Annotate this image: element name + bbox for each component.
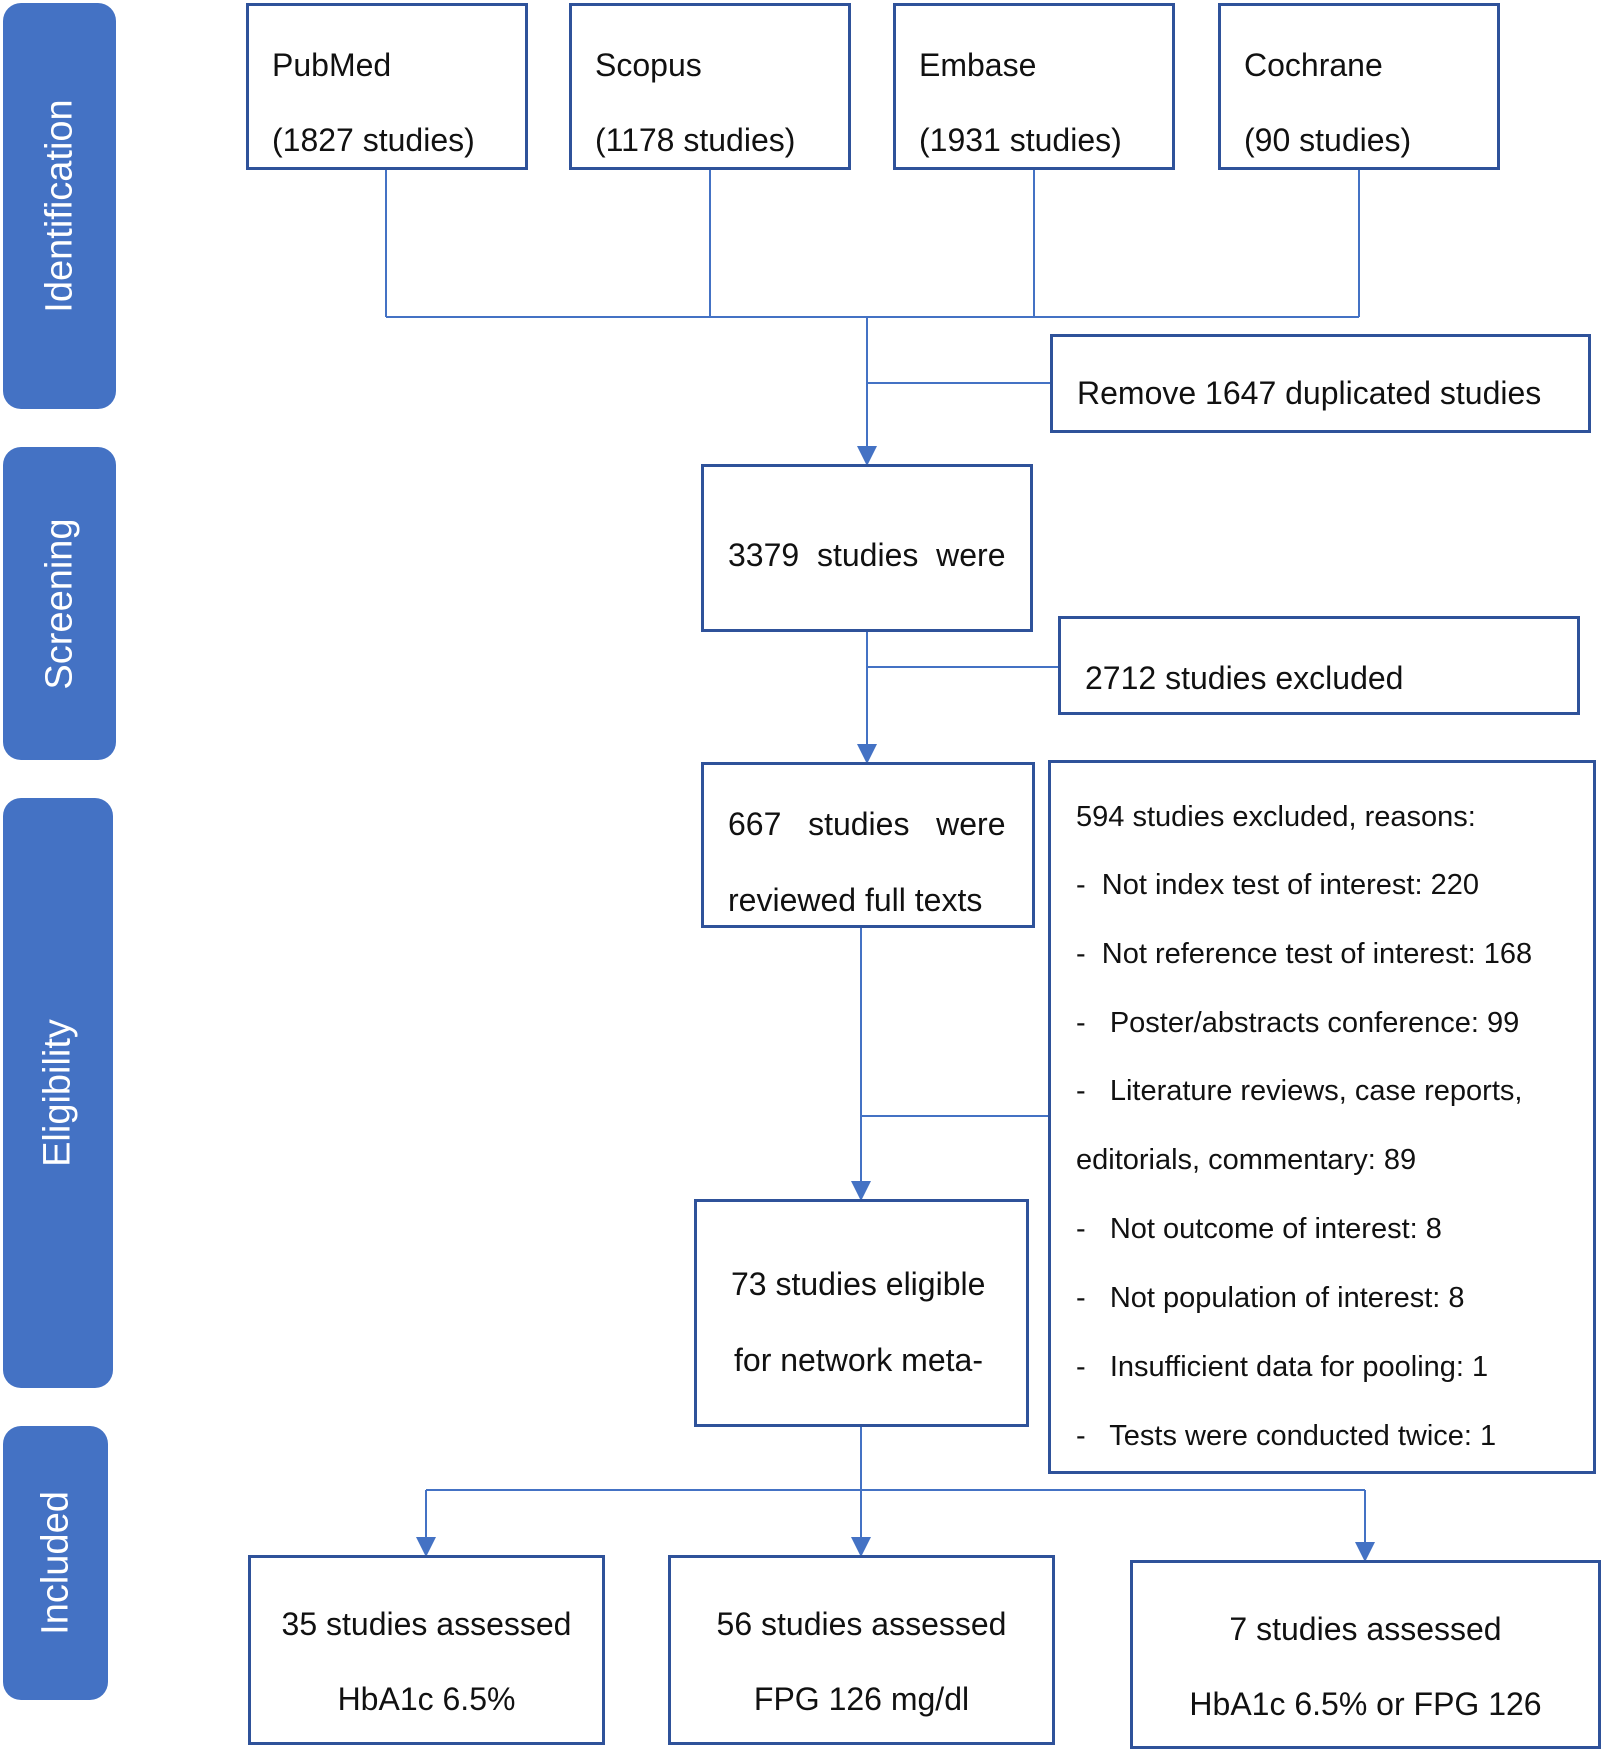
exclusion-reason: - Insufficient data for pooling: 1 — [1076, 1351, 1489, 1383]
fulltext-line-1: 667 studies were — [728, 806, 1006, 842]
source-count: (90 studies) — [1244, 122, 1412, 158]
stage-eligibility-label: Eligibility — [36, 1019, 79, 1167]
source-name: Embase — [919, 47, 1037, 83]
source-count: (1931 studies) — [919, 122, 1122, 158]
included-line-2: FPG 126 mg/dl — [753, 1681, 970, 1717]
source-box-embase: Embase (1931 studies) — [893, 3, 1175, 170]
exclusion-reason: editorials, commentary: 89 — [1076, 1144, 1417, 1176]
source-box-cochrane: Cochrane (90 studies) — [1218, 3, 1500, 170]
included-line-2: HbA1c 6.5% — [337, 1681, 516, 1717]
source-box-scopus: Scopus (1178 studies) — [569, 3, 851, 170]
stage-eligibility: Eligibility — [3, 798, 113, 1388]
eligible-line-1: 73 studies eligible — [731, 1266, 986, 1302]
source-name: Scopus — [595, 47, 702, 83]
screened-box: 3379 studies were — [701, 464, 1033, 632]
source-count: (1827 studies) — [272, 122, 475, 158]
included-line-1: 35 studies assessed — [281, 1606, 572, 1642]
included-line-2: HbA1c 6.5% or FPG 126 — [1189, 1686, 1542, 1722]
fulltext-box: 667 studies were reviewed full texts — [701, 762, 1035, 928]
included-box-either: 7 studies assessed HbA1c 6.5% or FPG 126 — [1130, 1560, 1601, 1749]
exclusion-reasons-header: 594 studies excluded, reasons: — [1076, 801, 1476, 833]
stage-identification: Identification — [3, 3, 116, 409]
eligible-box: 73 studies eligible for network meta- — [694, 1199, 1029, 1427]
stage-screening-label: Screening — [38, 517, 80, 690]
exclusion-reasons-box: 594 studies excluded, reasons: - Not ind… — [1048, 760, 1596, 1474]
excluded-screening-text: 2712 studies excluded — [1085, 660, 1404, 696]
duplicates-text: Remove 1647 duplicated studies — [1077, 375, 1542, 411]
exclusion-reason: - Not population of interest: 8 — [1076, 1282, 1465, 1314]
included-line-1: 56 studies assessed — [716, 1606, 1007, 1642]
stage-included-label: Included — [34, 1491, 76, 1635]
fulltext-line-2: reviewed full texts — [728, 882, 983, 918]
eligible-line-2: for network meta- — [734, 1342, 983, 1378]
stage-screening: Screening — [3, 447, 116, 760]
excluded-screening-box: 2712 studies excluded — [1058, 616, 1580, 715]
source-name: PubMed — [272, 47, 392, 83]
screened-text: 3379 studies were — [728, 537, 1006, 573]
source-count: (1178 studies) — [595, 122, 796, 158]
exclusion-reason: - Tests were conducted twice: 1 — [1076, 1420, 1497, 1452]
exclusion-reason: - Not index test of interest: 220 — [1076, 869, 1479, 901]
stage-identification-label: Identification — [38, 99, 80, 313]
duplicates-box: Remove 1647 duplicated studies — [1050, 334, 1591, 433]
exclusion-reason: - Not reference test of interest: 168 — [1076, 938, 1533, 970]
included-box-fpg: 56 studies assessed FPG 126 mg/dl — [668, 1555, 1055, 1745]
exclusion-reason: - Literature reviews, case reports, — [1076, 1075, 1523, 1107]
included-line-1: 7 studies assessed — [1229, 1611, 1502, 1647]
source-box-pubmed: PubMed (1827 studies) — [246, 3, 528, 170]
exclusion-reason: - Not outcome of interest: 8 — [1076, 1213, 1442, 1245]
source-name: Cochrane — [1244, 47, 1383, 83]
included-box-hba1c: 35 studies assessed HbA1c 6.5% — [248, 1555, 605, 1745]
exclusion-reason: - Poster/abstracts conference: 99 — [1076, 1007, 1520, 1039]
stage-included: Included — [3, 1426, 108, 1700]
